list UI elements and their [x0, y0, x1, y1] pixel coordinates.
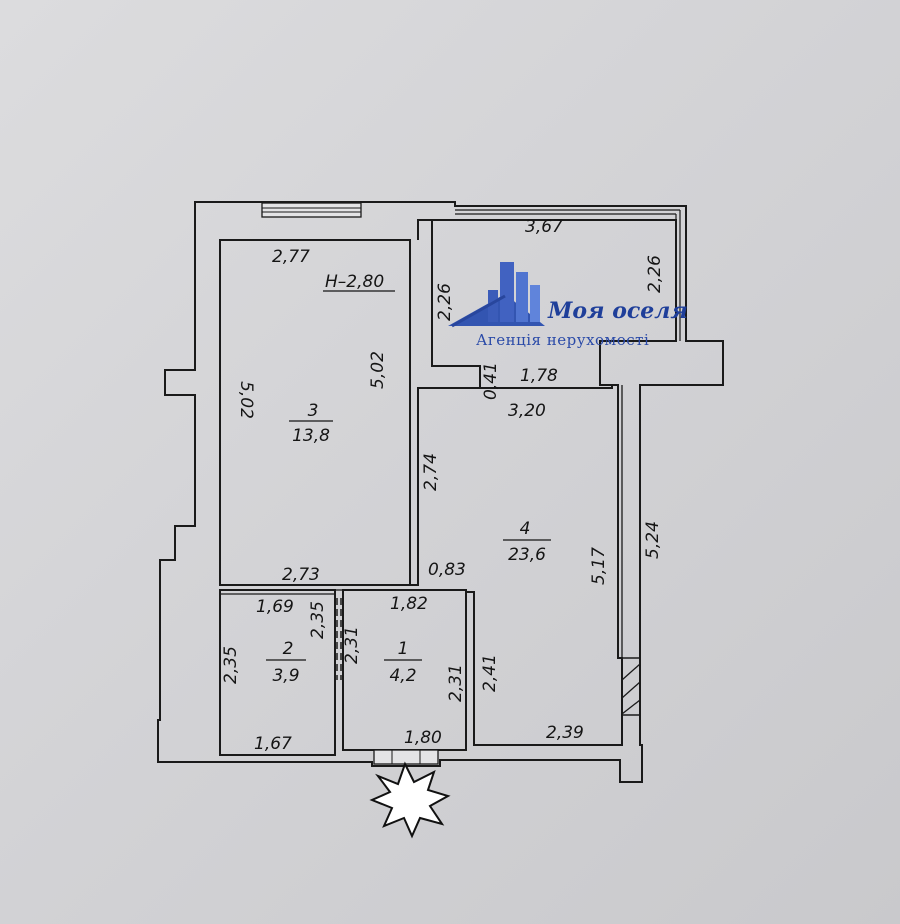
- window-room3: [261, 202, 362, 218]
- dim-room1-left: 2,31: [342, 626, 362, 664]
- dim-room4-bottom: 2,39: [546, 723, 584, 743]
- balcony-outline: [432, 219, 677, 386]
- dim-room4-left-upper: 2,74: [421, 453, 441, 491]
- dim-room4-right: 5,17: [589, 547, 609, 585]
- dim-room1-right: 2,31: [446, 664, 466, 702]
- dim-room1-top: 1,82: [390, 594, 428, 614]
- partition-room3-room4: [409, 219, 481, 586]
- dimension-labels: 2,77 H–2,80 5,02 5,02 2,73 3,67 2,26 2,2…: [221, 217, 665, 754]
- dim-room2-left: 2,35: [221, 646, 241, 684]
- hatched-shaft: [621, 657, 641, 716]
- entrance-star-icon: [369, 761, 451, 839]
- outer-wall: [157, 201, 724, 783]
- room-labels: 3 13,8 2 3,9 1 4,2 4 23,6: [266, 401, 551, 686]
- room1-outline: [342, 589, 467, 751]
- dim-room3-left: 5,02: [236, 381, 256, 419]
- dim-room1-bottom: 1,80: [404, 728, 442, 748]
- dim-step: 0,41: [481, 362, 501, 400]
- room4-area: 23,6: [508, 545, 546, 565]
- dim-room4-ledge: 0,83: [428, 560, 466, 580]
- room3-area: 13,8: [292, 426, 330, 446]
- dim-balcony-right: 2,26: [645, 255, 665, 293]
- dim-room4-outer-right: 5,24: [643, 521, 663, 559]
- dim-room4-top: 3,20: [508, 401, 546, 421]
- dim-room4-left-lower: 2,41: [480, 654, 500, 692]
- dim-balcony-top: 3,67: [525, 217, 563, 237]
- dashed-openings: [336, 584, 475, 745]
- dim-room3-bottom: 2,73: [282, 565, 320, 585]
- dim-room3-top: 2,77: [272, 247, 310, 267]
- watermark-title: Моя оселя: [547, 298, 688, 324]
- dim-room2-right-upper: 2,35: [308, 601, 328, 639]
- dim-balcony-bottom: 1,78: [520, 366, 558, 386]
- room2-area: 3,9: [272, 666, 299, 686]
- watermark-logo: [448, 262, 545, 328]
- entrance-door: [373, 749, 439, 765]
- dim-room2-top: 1,69: [256, 597, 294, 617]
- ceiling-height: H–2,80: [325, 272, 384, 292]
- room1-area: 4,2: [389, 666, 416, 686]
- room1-number: 1: [398, 639, 409, 659]
- room2-number: 2: [283, 639, 294, 659]
- room4-outline: [418, 384, 623, 746]
- room3-number: 3: [308, 401, 319, 421]
- watermark-subtitle: Агенція нерухомості: [476, 331, 649, 349]
- dim-room3-right: 5,02: [368, 351, 388, 389]
- room4-number: 4: [520, 519, 531, 539]
- dim-room2-bottom: 1,67: [254, 734, 292, 754]
- dim-balcony-left: 2,26: [435, 283, 455, 321]
- room2-outline: [219, 589, 336, 756]
